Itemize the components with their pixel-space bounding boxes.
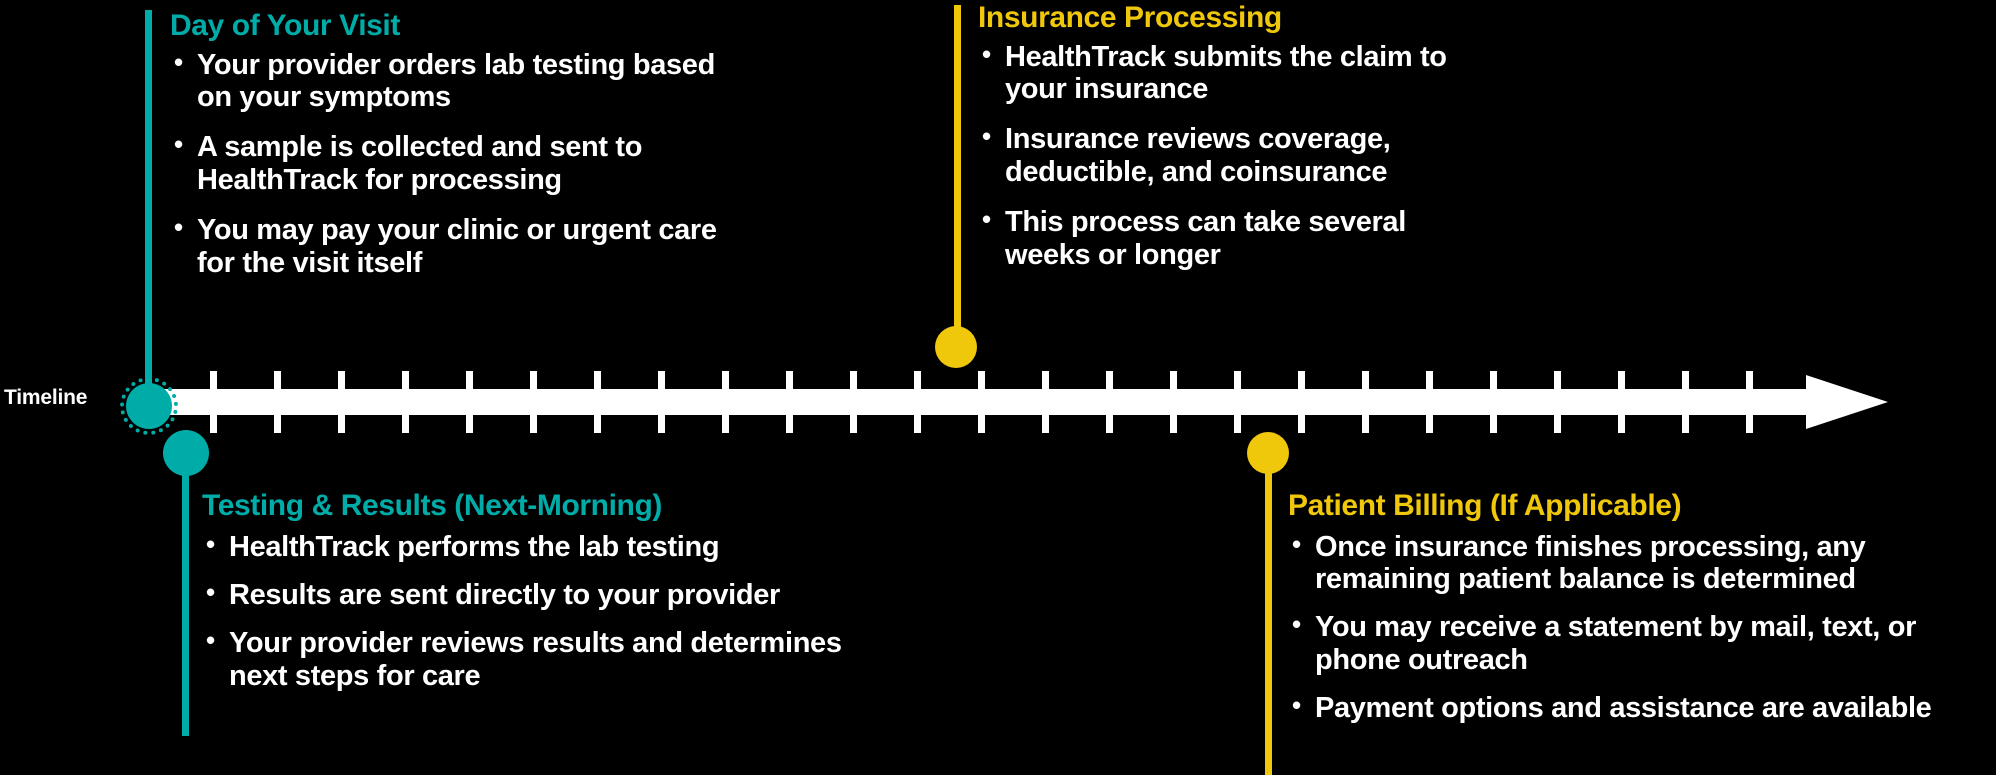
- axis-tick: [1234, 371, 1241, 433]
- axis-tick: [466, 371, 473, 433]
- bullet-item: This process can take several weeks or l…: [978, 205, 1498, 271]
- timeline-arrow-icon: [1806, 375, 1888, 429]
- stage-title-billing: Patient Billing (If Applicable): [1288, 489, 1682, 522]
- bullet-item: Payment options and assistance are avail…: [1288, 691, 1988, 724]
- axis-tick: [1618, 371, 1625, 433]
- axis-tick: [658, 371, 665, 433]
- axis-tick: [594, 371, 601, 433]
- axis-tick: [850, 371, 857, 433]
- bullet-item: You may pay your clinic or urgent care f…: [170, 213, 730, 279]
- bullet-item: Your provider reviews results and determ…: [202, 626, 842, 692]
- axis-tick: [786, 371, 793, 433]
- bullet-item: Results are sent directly to your provid…: [202, 578, 842, 611]
- stage-bullets-visit: Your provider orders lab testing based o…: [170, 48, 730, 280]
- stage-title-insurance: Insurance Processing: [978, 1, 1282, 34]
- bullet-item: HealthTrack submits the claim to your in…: [978, 40, 1498, 106]
- connector-visit: [145, 10, 152, 402]
- axis-tick: [1746, 371, 1753, 433]
- axis-tick: [1362, 371, 1369, 433]
- bullet-item: HealthTrack performs the lab testing: [202, 529, 842, 563]
- stage-title-testing: Testing & Results (Next-Morning): [202, 489, 662, 522]
- axis-tick: [210, 371, 217, 433]
- node-ring-visit: [120, 377, 178, 435]
- node-testing[interactable]: [163, 430, 209, 476]
- axis-tick: [914, 371, 921, 433]
- connector-billing: [1265, 450, 1272, 775]
- axis-tick: [274, 371, 281, 433]
- axis-tick: [1298, 371, 1305, 433]
- node-visit[interactable]: [126, 383, 172, 429]
- stage-block-insurance: Insurance Processing HealthTrack submits…: [978, 2, 1498, 271]
- timeline-axis-label: Timeline: [4, 386, 88, 409]
- bullet-item: A sample is collected and sent to Health…: [170, 130, 730, 196]
- axis-tick: [1490, 371, 1497, 433]
- bullet-item: Insurance reviews coverage, deductible, …: [978, 122, 1498, 188]
- stage-bullets-billing: Once insurance finishes processing, any …: [1288, 530, 1988, 725]
- axis-tick: [978, 371, 985, 433]
- stage-block-visit: Day of Your Visit Your provider orders l…: [170, 10, 730, 279]
- node-insurance[interactable]: [935, 326, 977, 368]
- stage-block-billing: Patient Billing (If Applicable) Once ins…: [1288, 490, 1988, 741]
- axis-tick: [402, 371, 409, 433]
- stage-bullets-testing: HealthTrack performs the lab testing Res…: [202, 529, 842, 693]
- axis-tick: [530, 371, 537, 433]
- connector-testing: [182, 448, 189, 736]
- axis-tick: [1682, 371, 1689, 433]
- stage-title-visit: Day of Your Visit: [170, 9, 400, 42]
- connector-insurance: [954, 5, 961, 345]
- bullet-item: Your provider orders lab testing based o…: [170, 48, 730, 114]
- axis-tick: [1554, 371, 1561, 433]
- bullet-item: You may receive a statement by mail, tex…: [1288, 610, 1988, 676]
- bullet-item: Once insurance finishes processing, any …: [1288, 530, 1988, 596]
- node-billing[interactable]: [1247, 432, 1289, 474]
- stage-bullets-insurance: HealthTrack submits the claim to your in…: [978, 40, 1498, 272]
- axis-tick: [1042, 371, 1049, 433]
- stage-block-testing: Testing & Results (Next-Morning) HealthT…: [202, 490, 842, 708]
- axis-tick: [1170, 371, 1177, 433]
- axis-tick: [1426, 371, 1433, 433]
- axis-tick: [1106, 371, 1113, 433]
- axis-tick: [338, 371, 345, 433]
- axis-tick: [722, 371, 729, 433]
